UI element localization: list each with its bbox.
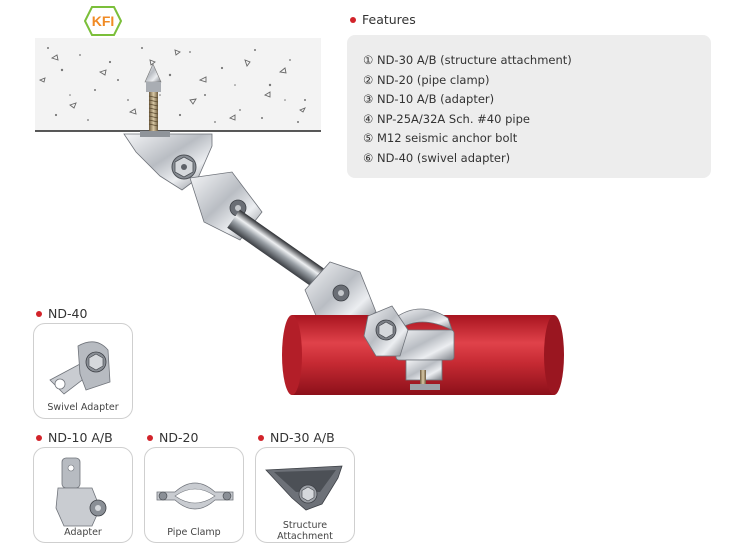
nd20-card: Pipe Clamp	[144, 447, 244, 543]
feature-item: ⑥ ND-40 (swivel adapter)	[363, 150, 511, 165]
bullet-dot	[36, 434, 42, 441]
nd30-caption-line1: Structure	[282, 520, 328, 531]
nd10-caption: Adapter	[64, 527, 102, 538]
feature-item: ③ ND-10 A/B (adapter)	[363, 92, 495, 106]
nd20-heading: ND-20	[147, 430, 198, 445]
nd30-title: ND-30 A/B	[270, 430, 335, 445]
nd10-heading: ND-10 A/B	[36, 430, 113, 445]
structure-attachment	[123, 131, 213, 191]
nd40-title: ND-40	[48, 306, 88, 321]
feature-item: ⑤ M12 seismic anchor bolt	[363, 131, 518, 145]
features-title: Features	[362, 12, 416, 27]
nd10-title: ND-10 A/B	[48, 430, 113, 445]
swivel-adapter	[363, 305, 409, 357]
anchor-bolt	[144, 63, 162, 133]
nd30-heading: ND-30 A/B	[258, 430, 335, 445]
nd40-caption: Swivel Adapter	[47, 402, 119, 413]
nd40-heading: ND-40	[36, 306, 87, 321]
nd10-card: Adapter	[33, 447, 133, 543]
nd40-card: Swivel Adapter	[33, 323, 133, 419]
structure-attachment-icon	[265, 465, 343, 511]
bullet-dot	[350, 16, 356, 23]
logo-text: KFI	[92, 13, 115, 29]
nd30-card: Structure Attachment	[255, 447, 355, 543]
feature-item: ② ND-20 (pipe clamp)	[363, 72, 490, 87]
pipe-clamp	[394, 308, 455, 390]
kfi-logo: KFI	[83, 6, 123, 36]
bullet-dot	[36, 310, 42, 317]
red-pipe	[282, 315, 564, 395]
pipe-clamp-icon	[156, 482, 234, 510]
feature-item: ① ND-30 A/B (structure attachment)	[363, 53, 572, 67]
features-heading: Features	[350, 12, 416, 27]
bullet-dot	[147, 434, 153, 441]
kfi-logo-mark: KFI	[83, 6, 123, 36]
concrete-ceiling	[35, 38, 321, 132]
lower-adapter	[304, 261, 377, 331]
features-box: ① ND-30 A/B (structure attachment) ② ND-…	[347, 35, 711, 178]
adapter-icon	[55, 457, 107, 527]
feature-item: ④ NP-25A/32A Sch. #40 pipe	[363, 111, 530, 126]
nd20-caption: Pipe Clamp	[167, 527, 221, 538]
swivel-adapter-icon	[49, 341, 111, 395]
nd20-title: ND-20	[159, 430, 199, 445]
nd30-caption-line2: Attachment	[277, 531, 333, 542]
bullet-dot	[258, 434, 264, 441]
